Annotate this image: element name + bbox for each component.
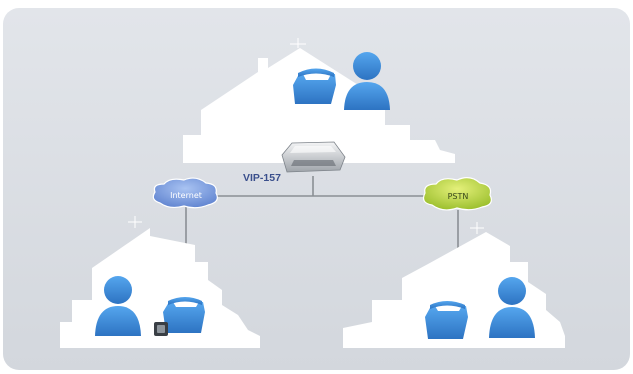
device-label: VIP-157 [243,172,281,184]
pstn-cloud: PSTN [422,177,492,211]
cloud-icon [152,177,218,209]
person-icon [489,277,535,338]
person-icon [344,52,390,110]
pstn-label: PSTN [448,192,469,201]
telephone-icon [293,68,336,104]
voip-gateway-icon [281,141,346,173]
person-icon [95,276,141,336]
internet-cloud: Internet [152,177,218,209]
adapter-icon [154,322,168,336]
telephone-icon [163,297,205,333]
internet-label: Internet [170,191,202,200]
cloud-icon [422,177,492,211]
telephone-icon [425,301,468,339]
site-left [60,216,260,348]
house-icon [183,36,455,163]
site-right [343,222,565,348]
site-top [183,36,455,163]
